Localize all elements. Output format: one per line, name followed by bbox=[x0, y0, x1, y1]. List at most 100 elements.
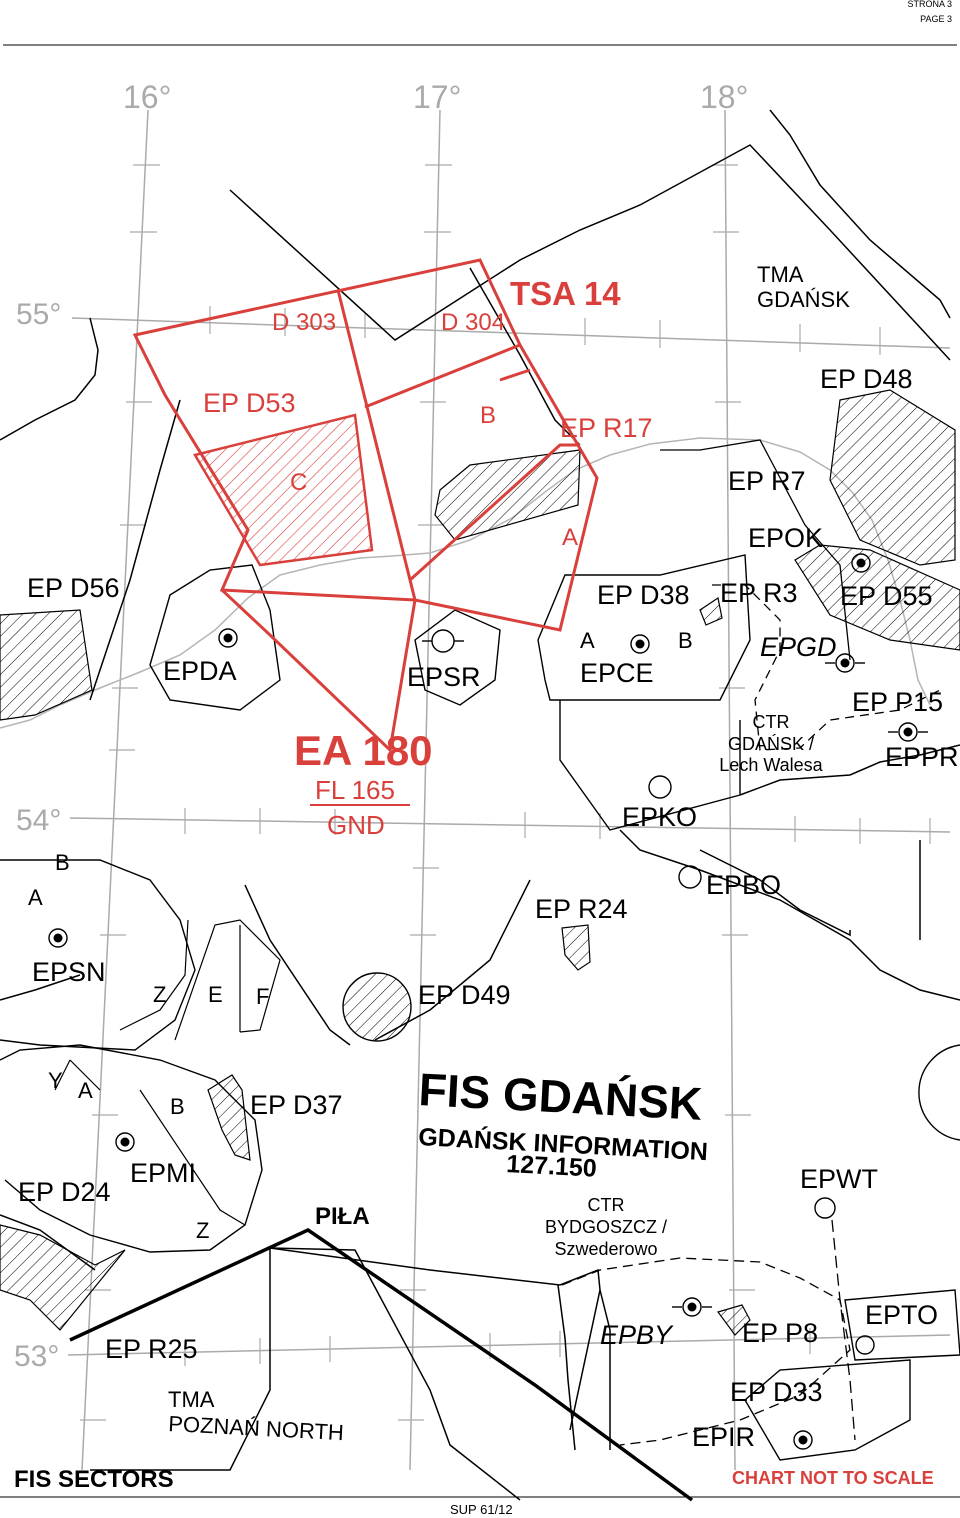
tma-gdansk-label-1: TMA bbox=[757, 262, 804, 287]
tma-poznan-label-2: POZNAŃ NORTH bbox=[168, 1411, 345, 1445]
epwt-label: EPWT bbox=[800, 1164, 878, 1194]
epd24-label: EP D24 bbox=[18, 1177, 111, 1207]
epp15-label: EP P15 bbox=[852, 687, 943, 717]
ctr-bydgoszcz-boundary bbox=[561, 1257, 851, 1446]
epda-zone bbox=[149, 564, 281, 711]
epd49-label: EP D49 bbox=[418, 980, 511, 1010]
epsn-label: EPSN bbox=[32, 957, 106, 987]
epr24-area bbox=[561, 924, 591, 971]
epd33-label: EP D33 bbox=[730, 1377, 823, 1407]
epto-label: EPTO bbox=[865, 1300, 938, 1330]
epmi-label: EPMI bbox=[130, 1158, 196, 1188]
epr25-label: EP R25 bbox=[105, 1334, 198, 1364]
epr17-label: EP R17 bbox=[560, 413, 653, 443]
epd24-area bbox=[0, 1224, 126, 1331]
sector-a-label: A bbox=[562, 524, 578, 551]
epsr-label: EPSR bbox=[407, 662, 481, 692]
ctr-bydgoszcz-label-3: Szwederowo bbox=[554, 1239, 657, 1259]
pila-label: PIŁA bbox=[315, 1203, 370, 1230]
d304-label: D 304 bbox=[441, 309, 505, 336]
sector-b-label: B bbox=[480, 402, 496, 429]
fis-gdansk-label: FIS GDAŃSK bbox=[417, 1063, 703, 1130]
epsn-sector-e-label: E bbox=[208, 982, 223, 1007]
epmi-sector-b-label: B bbox=[170, 1094, 185, 1119]
epgd-aerodrome-icon bbox=[835, 653, 855, 673]
gnd-label: GND bbox=[327, 810, 385, 840]
ctr-bydgoszcz-label-1: CTR bbox=[588, 1195, 625, 1215]
epby-label: EPBY bbox=[600, 1320, 674, 1350]
page-number-pl: STRONA 3 bbox=[907, 0, 952, 9]
epbo-label: EPBO bbox=[706, 870, 781, 900]
epko-aerodrome-icon bbox=[648, 775, 672, 799]
chart-not-to-scale-note: CHART NOT TO SCALE bbox=[732, 1468, 934, 1488]
longitude-16-label: 16° bbox=[123, 79, 171, 115]
epp8-label: EP P8 bbox=[742, 1318, 818, 1348]
epto-aerodrome-icon bbox=[855, 1335, 875, 1355]
epp8-area bbox=[717, 1304, 751, 1336]
tma-poznan-north-boundary bbox=[69, 1227, 694, 1502]
epsn-sector-b-label: B bbox=[55, 850, 70, 875]
page-number-en: PAGE 3 bbox=[920, 14, 952, 24]
epd37-label: EP D37 bbox=[250, 1090, 343, 1120]
epda-label: EPDA bbox=[163, 656, 237, 686]
restricted-bar-area bbox=[434, 449, 581, 541]
epby-aerodrome-icon bbox=[682, 1297, 702, 1317]
epd56-area bbox=[0, 609, 93, 721]
epmi-sector-y-label: Y bbox=[48, 1068, 63, 1093]
epwt-aerodrome-icon bbox=[814, 1197, 836, 1219]
epce-label: EPCE bbox=[580, 658, 654, 688]
epsn-zone bbox=[0, 859, 196, 1051]
epmi-sector-z-label: Z bbox=[196, 1218, 209, 1243]
ea180-label: EA 180 bbox=[294, 727, 433, 774]
epd55-label: EP D55 bbox=[840, 581, 933, 611]
ctr-gdansk-label-3: Lech Walesa bbox=[719, 755, 823, 775]
epsn-sector-a-label: A bbox=[28, 885, 43, 910]
epok-aerodrome-icon bbox=[851, 553, 871, 573]
epce-zone bbox=[537, 554, 751, 701]
epd33-zone bbox=[744, 1359, 911, 1461]
epir-aerodrome-icon bbox=[793, 1430, 813, 1450]
epr3-label: EP R3 bbox=[720, 578, 798, 608]
sector-c-label: C bbox=[290, 469, 307, 496]
longitude-18-label: 18° bbox=[700, 79, 748, 115]
epsr-aerodrome-icon bbox=[431, 629, 455, 653]
epr24-label: EP R24 bbox=[535, 894, 628, 924]
epd55-area bbox=[794, 544, 960, 651]
epmi-sector-a-label: A bbox=[78, 1078, 93, 1103]
tma-gdansk-label-2: GDAŃSK bbox=[757, 287, 850, 312]
epd53-hatched-area bbox=[193, 413, 374, 567]
ctr-gdansk-label-2: GDAŃSK / bbox=[728, 734, 814, 754]
epd37-area bbox=[207, 1074, 251, 1161]
latitude-55-label: 55° bbox=[16, 298, 61, 331]
epce-aerodrome-icon bbox=[630, 634, 650, 654]
epd53-label: EP D53 bbox=[203, 388, 296, 418]
ctr-gdansk-label-1: CTR bbox=[753, 712, 790, 732]
latitude-54-label: 54° bbox=[16, 804, 61, 837]
epr7-label: EP R7 bbox=[728, 466, 806, 496]
epr3-area bbox=[699, 597, 723, 626]
epto-zone bbox=[844, 1289, 960, 1361]
epsn-aerodrome-icon bbox=[48, 928, 68, 948]
epd56-label: EP D56 bbox=[27, 573, 120, 603]
epd38-label: EP D38 bbox=[597, 580, 690, 610]
fl165-label: FL 165 bbox=[315, 775, 395, 805]
d303-label: D 303 bbox=[272, 309, 336, 336]
epmi-aerodrome-icon bbox=[115, 1132, 135, 1152]
epce-sector-a-label: A bbox=[580, 628, 595, 653]
epok-label: EPOK bbox=[748, 523, 823, 553]
epbo-aerodrome-icon bbox=[678, 865, 702, 889]
frequency-label: 127.150 bbox=[506, 1150, 598, 1183]
epd48-label: EP D48 bbox=[820, 364, 913, 394]
epgd-label: EPGD bbox=[760, 632, 837, 662]
fis-sectors-title: FIS SECTORS bbox=[14, 1466, 174, 1493]
epmi-zone bbox=[0, 1044, 263, 1253]
epce-sector-b-label: B bbox=[678, 628, 693, 653]
eppr-label: EPPR bbox=[885, 742, 959, 772]
graticule bbox=[67, 109, 951, 1471]
epda-aerodrome-icon bbox=[218, 628, 238, 648]
sup-reference: SUP 61/12 bbox=[450, 1502, 513, 1517]
epsn-sector-f-label: F bbox=[256, 984, 269, 1009]
epir-label: EPIR bbox=[692, 1422, 755, 1452]
epd49-area bbox=[342, 972, 412, 1042]
latitude-53-label: 53° bbox=[14, 1340, 59, 1373]
